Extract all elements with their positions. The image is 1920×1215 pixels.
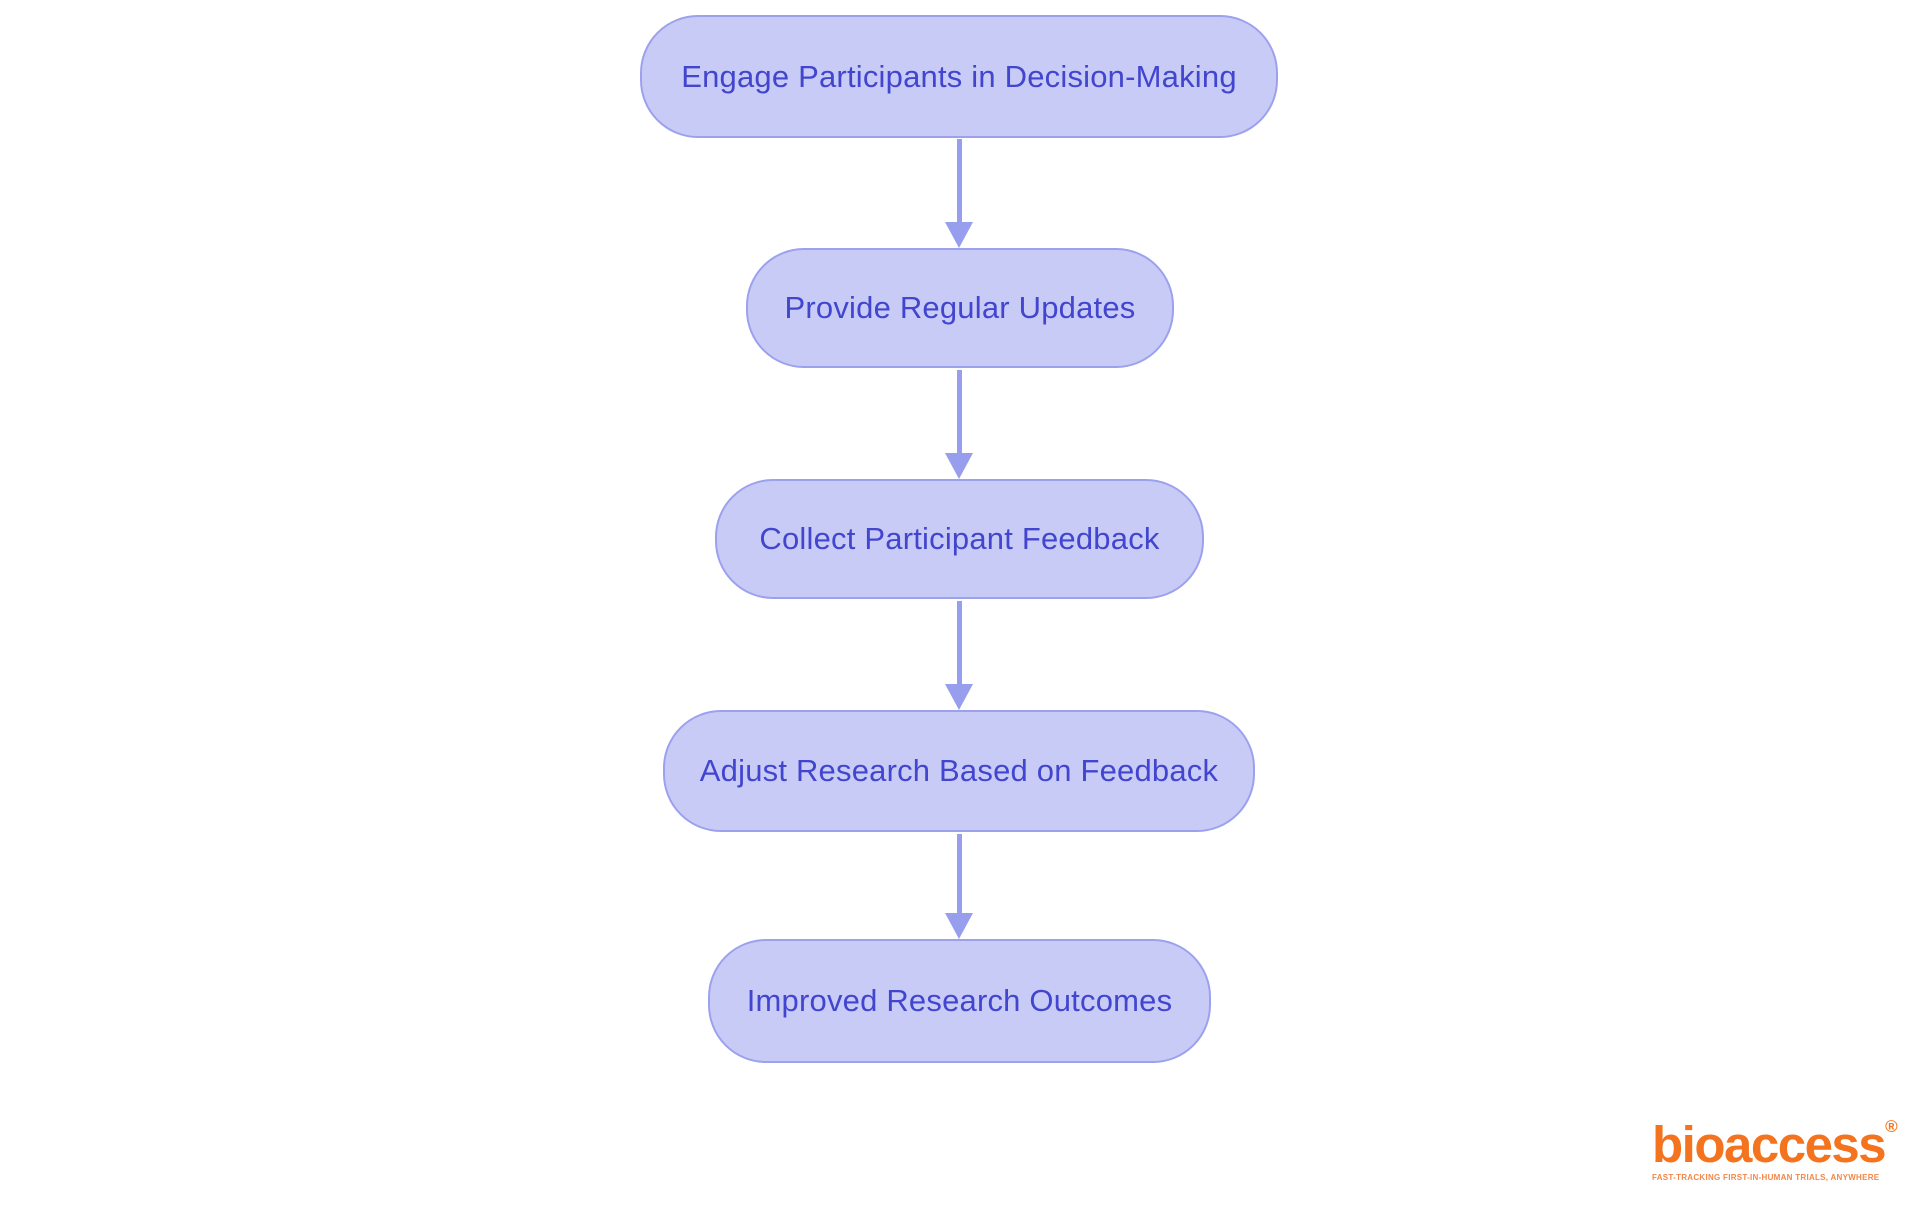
arrowhead-down-icon (945, 222, 973, 248)
flow-arrow-4 (945, 834, 973, 939)
arrow-line (956, 139, 962, 222)
flow-node-improved-outcomes: Improved Research Outcomes (708, 939, 1211, 1063)
flow-node-provide-updates: Provide Regular Updates (746, 248, 1174, 368)
arrow-line (956, 834, 962, 913)
arrow-line (956, 601, 962, 684)
flow-node-adjust-research: Adjust Research Based on Feedback (663, 710, 1255, 832)
flow-node-engage-participants: Engage Participants in Decision-Making (640, 15, 1278, 138)
arrowhead-down-icon (945, 453, 973, 479)
registered-trademark-icon: ® (1885, 1117, 1898, 1136)
bioaccess-logo: bioaccess® FAST-TRACKING FIRST-IN-HUMAN … (1652, 1118, 1898, 1182)
arrowhead-down-icon (945, 684, 973, 710)
arrowhead-down-icon (945, 913, 973, 939)
arrow-line (956, 370, 962, 453)
bioaccess-logo-wordmark: bioaccess® (1652, 1118, 1898, 1170)
flow-arrow-1 (945, 139, 973, 248)
flow-node-collect-feedback: Collect Participant Feedback (715, 479, 1204, 599)
flow-arrow-3 (945, 601, 973, 710)
logo-brand-text: bioaccess (1652, 1116, 1887, 1173)
bioaccess-logo-tagline: FAST-TRACKING FIRST-IN-HUMAN TRIALS, ANY… (1652, 1173, 1880, 1182)
flow-arrow-2 (945, 370, 973, 479)
